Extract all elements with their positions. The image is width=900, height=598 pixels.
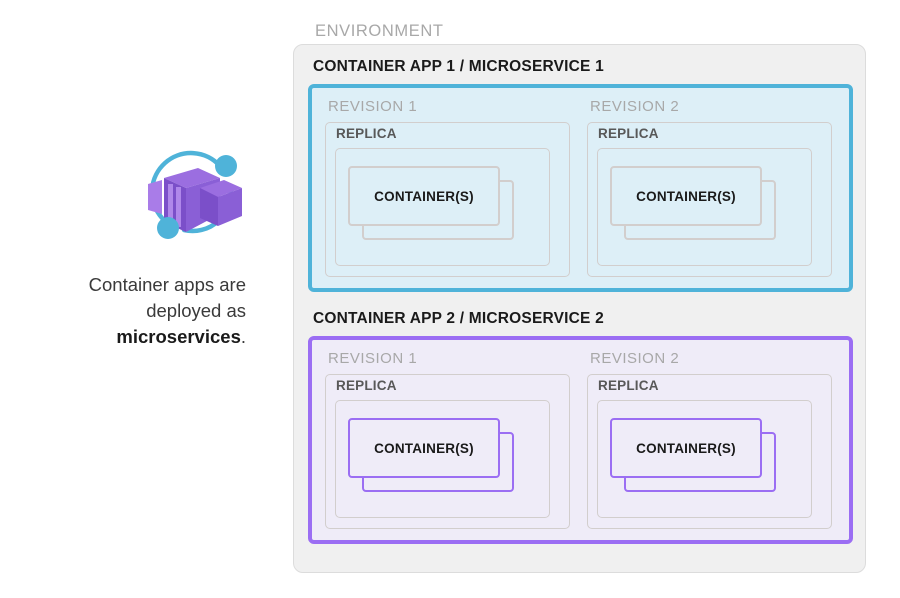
replica-label: REPLICA xyxy=(598,378,659,393)
caption-emphasis: microservices xyxy=(116,326,241,347)
container-stack: CONTAINER(S) xyxy=(348,418,518,496)
replica-frame: CONTAINER(S) xyxy=(335,148,550,266)
container-app-2-body: REVISION 1 REPLICA CONTAINER(S) REVISION xyxy=(308,336,853,544)
container-label: CONTAINER(S) xyxy=(374,440,474,456)
container-label: CONTAINER(S) xyxy=(374,188,474,204)
revision-label: REVISION 1 xyxy=(328,98,418,115)
container-app-2-title: CONTAINER APP 2 / MICROSERVICE 2 xyxy=(313,310,604,327)
revision-frame: REPLICA CONTAINER(S) xyxy=(587,374,832,529)
container-app-1-section: CONTAINER APP 1 / MICROSERVICE 1 REVISIO… xyxy=(308,58,853,303)
revision-1-app-2: REVISION 1 REPLICA CONTAINER(S) xyxy=(320,348,575,534)
revision-1-app-1: REVISION 1 REPLICA CONTAINER(S) xyxy=(320,96,575,282)
azure-container-apps-icon xyxy=(140,140,250,250)
container-stack: CONTAINER(S) xyxy=(348,166,518,244)
container-app-1-body: REVISION 1 REPLICA CONTAINER(S) REVISION xyxy=(308,84,853,292)
revision-label: REVISION 2 xyxy=(590,350,680,367)
replica-frame: CONTAINER(S) xyxy=(597,400,812,518)
replica-frame: CONTAINER(S) xyxy=(335,400,550,518)
container-label: CONTAINER(S) xyxy=(636,188,736,204)
caption-line-1: Container apps are xyxy=(88,274,246,295)
container-stack: CONTAINER(S) xyxy=(610,418,780,496)
replica-frame: CONTAINER(S) xyxy=(597,148,812,266)
revision-2-app-2: REVISION 2 REPLICA CONTAINER(S) xyxy=(582,348,837,534)
revision-frame: REPLICA CONTAINER(S) xyxy=(325,374,570,529)
revision-frame: REPLICA CONTAINER(S) xyxy=(587,122,832,277)
container-label: CONTAINER(S) xyxy=(636,440,736,456)
replica-label: REPLICA xyxy=(336,378,397,393)
container-stack: CONTAINER(S) xyxy=(610,166,780,244)
container-card-front: CONTAINER(S) xyxy=(348,166,500,226)
caption-period: . xyxy=(240,326,246,347)
environment-label: ENVIRONMENT xyxy=(315,22,444,40)
container-app-1-title: CONTAINER APP 1 / MICROSERVICE 1 xyxy=(313,58,604,75)
caption-text: Container apps are deployed as microserv… xyxy=(30,272,246,350)
replica-label: REPLICA xyxy=(336,126,397,141)
container-card-front: CONTAINER(S) xyxy=(348,418,500,478)
left-panel: Container apps are deployed as microserv… xyxy=(0,0,290,598)
container-app-2-section: CONTAINER APP 2 / MICROSERVICE 2 REVISIO… xyxy=(308,310,853,557)
caption-line-2: deployed as xyxy=(146,300,246,321)
container-card-front: CONTAINER(S) xyxy=(610,166,762,226)
revision-2-app-1: REVISION 2 REPLICA CONTAINER(S) xyxy=(582,96,837,282)
revision-label: REVISION 2 xyxy=(590,98,680,115)
container-card-front: CONTAINER(S) xyxy=(610,418,762,478)
revision-label: REVISION 1 xyxy=(328,350,418,367)
environment-box: CONTAINER APP 1 / MICROSERVICE 1 REVISIO… xyxy=(293,44,866,573)
revision-frame: REPLICA CONTAINER(S) xyxy=(325,122,570,277)
replica-label: REPLICA xyxy=(598,126,659,141)
